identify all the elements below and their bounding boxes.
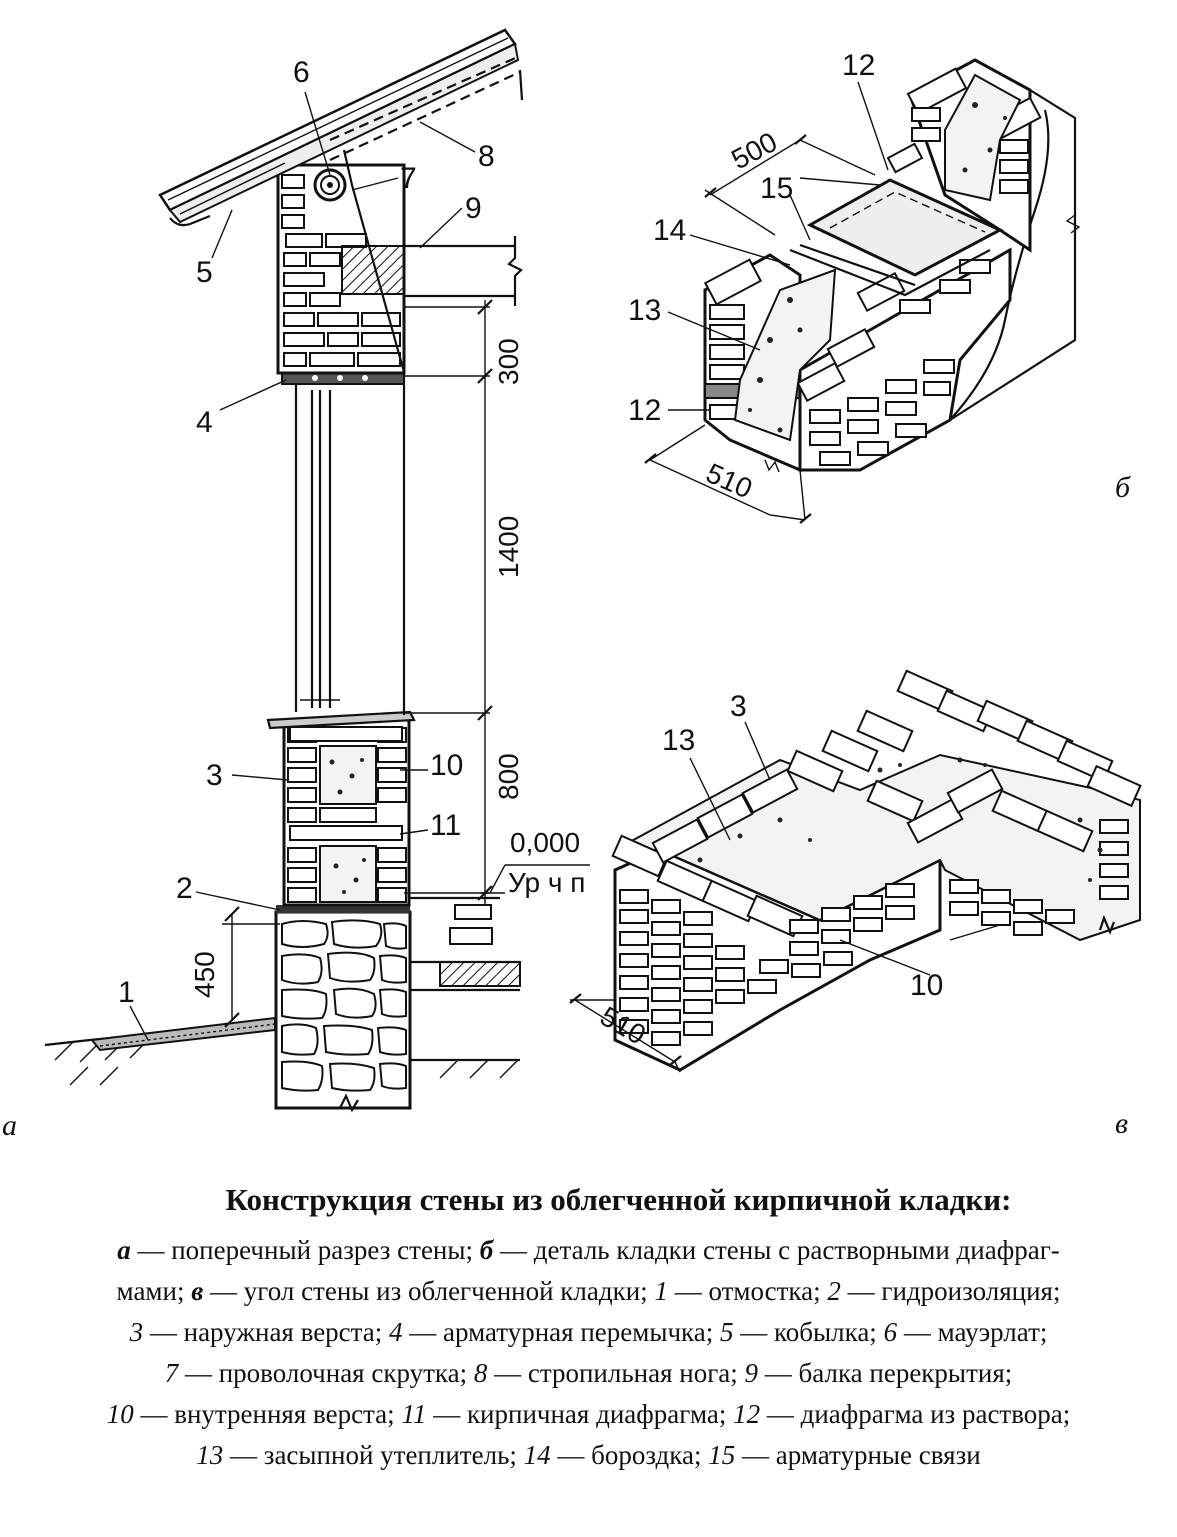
callout-2: 2 [176,872,193,905]
caption-segment: — мауэрлат; [897,1317,1048,1347]
caption-segment: — отмостка; [667,1276,828,1306]
callout-12-bottom: 12 [628,394,661,427]
detail-diaphragm-view: 12 15 14 13 12 500 510 б [628,49,1131,524]
callout-13-detail: 13 [628,294,661,327]
wall-construction-figure: 6 7 8 9 5 4 3 10 11 2 1 300 1400 800 450… [2,28,1142,1142]
dimension-500: 500 [726,126,782,175]
callout-10-corner: 10 [910,969,943,1002]
caption-segment: 13 [196,1440,224,1470]
caption-segment: — угол стены из облегченной кладки; [203,1276,655,1306]
caption-segment: мами; [116,1276,192,1306]
callout-9: 9 [465,192,482,225]
corner-dimension-lines [569,924,1001,1073]
corner-view: 3 13 10 510 в [569,669,1142,1140]
section-dimension-lines [222,299,590,1028]
caption-legend: а — поперечный разрез стены; б — деталь … [0,1230,1177,1476]
caption-segment: — внутренняя верста; [133,1399,402,1429]
floor-beam [341,236,523,306]
caption-segment: б [479,1235,494,1265]
caption-segment: 5 [720,1317,734,1347]
detail-b-dimension-lines [644,134,876,524]
caption-segment: 8 [473,1358,488,1388]
caption-segment: — кирпичная диафрагма; [426,1399,734,1429]
detail-mortar-diaphragm [789,178,1004,297]
dimension-300: 300 [493,338,524,385]
caption-segment: 3 [129,1317,144,1347]
caption-line: 13 — засыпной утеплитель; 14 — бороздка;… [0,1435,1177,1476]
dimension-450: 450 [189,951,220,998]
caption-segment: 15 [708,1440,736,1470]
callout-4: 4 [196,406,213,439]
caption-segment: 14 [523,1440,551,1470]
caption-segment: 1 [654,1276,668,1306]
callout-5: 5 [196,256,213,289]
callout-12-top: 12 [842,49,875,82]
callout-10: 10 [430,749,463,782]
panel-label-v: в [1115,1107,1128,1140]
dimension-800: 800 [493,753,524,800]
caption-segment: — деталь кладки стены с растворными диаф… [493,1235,1060,1265]
caption-segment: — засыпной утеплитель; [223,1440,524,1470]
caption-line: а — поперечный разрез стены; б — деталь … [0,1230,1177,1271]
callout-11: 11 [430,809,461,842]
caption-line: 10 — внутренняя верста; 11 — кирпичная д… [0,1394,1177,1435]
detail-insulation [733,268,837,442]
caption-line: 3 — наружная верста; 4 — арматурная пере… [0,1312,1177,1353]
caption-segment: 11 [401,1399,427,1429]
roof-assembly [158,28,524,373]
waterproofing-layer [276,905,410,913]
caption-segment: — кобылка; [733,1317,884,1347]
caption-segment: а [117,1235,131,1265]
caption-segment: — проволочная скрутка; [178,1358,474,1388]
level-value: 0,000 [510,827,580,858]
caption-segment: 10 [106,1399,134,1429]
figure-caption: Конструкция стены из облегченной кирпичн… [0,1182,1177,1476]
level-label: Ур ч п [508,867,585,898]
caption-title: Конструкция стены из облегченной кирпичн… [225,1182,1012,1217]
callout-15: 15 [760,172,793,205]
caption-segment: 12 [733,1399,761,1429]
callout-14: 14 [653,214,686,247]
callout-7: 7 [400,162,417,195]
caption-line: 7 — проволочная скрутка; 8 — стропильная… [0,1353,1177,1394]
caption-segment: — диафрагма из раствора; [760,1399,1071,1429]
callout-8: 8 [478,140,495,173]
corner-masonry [611,669,1142,1072]
caption-segment: 7 [164,1358,179,1388]
lower-wall-masonry [282,718,411,907]
floor-structure [410,896,521,992]
caption-segment: — наружная верста; [143,1317,390,1347]
window-sill [266,710,416,730]
caption-segment: 4 [389,1317,403,1347]
callout-13-corner: 13 [662,724,695,757]
caption-segment: — арматурная перемычка; [402,1317,721,1347]
caption-segment: 6 [883,1317,898,1347]
dimension-1400: 1400 [493,516,524,578]
upper-wall-masonry [276,163,406,375]
detail-back-block [886,58,1042,253]
section-view: 6 7 8 9 5 4 3 10 11 2 1 300 1400 800 450… [2,28,590,1142]
caption-line: мами; в — угол стены из облегченной клад… [0,1271,1177,1312]
caption-segment: — стропильная нога; [487,1358,745,1388]
stone-foundation [274,910,412,1113]
caption-segment: — поперечный разрез стены; [130,1235,480,1265]
dimension-510-b: 510 [702,457,757,504]
caption-segment: 9 [744,1358,759,1388]
callout-3-corner: 3 [730,690,747,723]
blind-area [90,1016,276,1052]
detail-front-wall [796,247,1012,472]
callout-6: 6 [293,56,310,89]
caption-segment: — арматурные связи [735,1440,981,1470]
callout-3: 3 [206,759,223,792]
caption-segment: — гидроизоляция; [840,1276,1061,1306]
caption-segment: — балка перекрытия; [758,1358,1013,1388]
caption-segment: — бороздка; [550,1440,709,1470]
caption-segment: в [191,1276,204,1306]
caption-segment: 2 [827,1276,841,1306]
panel-label-b: б [1115,471,1131,504]
callout-1: 1 [118,976,135,1009]
panel-label-a: а [2,1109,17,1142]
